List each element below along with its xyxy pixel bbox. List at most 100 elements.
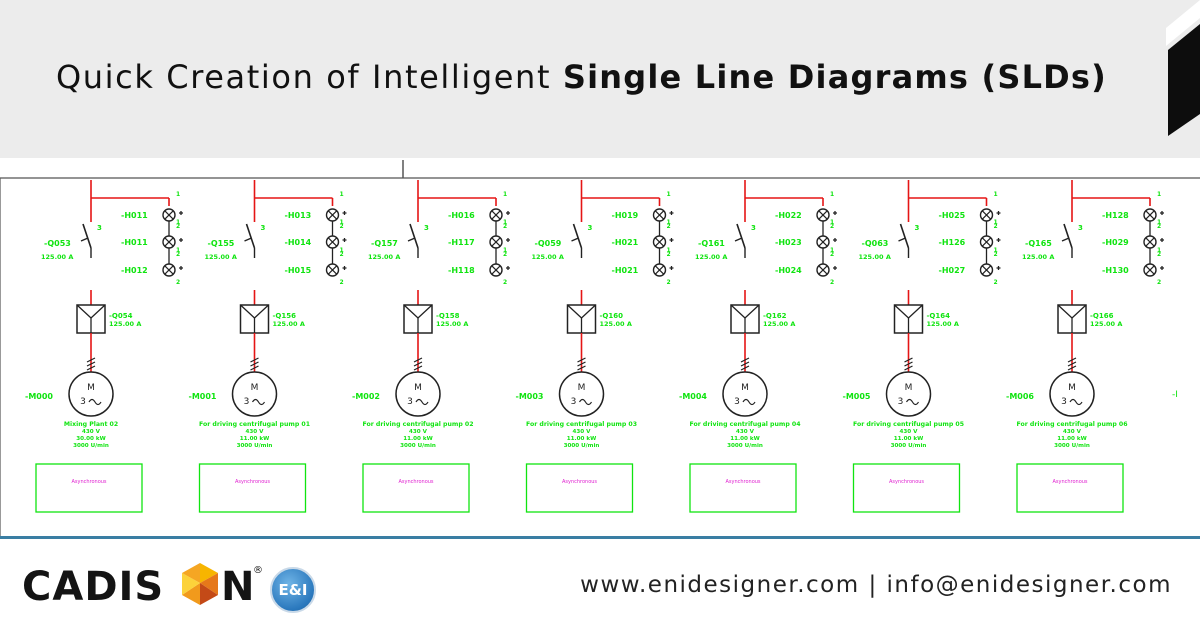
terminal-label: 2 <box>176 279 180 286</box>
motor-description: 430 V <box>246 429 265 435</box>
lamp-pin-icon <box>669 266 674 270</box>
terminal-label: 2 <box>1157 223 1161 230</box>
cable-hatch <box>413 365 423 371</box>
breaker-rating: 125.00 A <box>927 320 959 328</box>
cable-hatch <box>740 357 750 363</box>
lamp-cross <box>491 237 501 247</box>
cable-hatch <box>577 357 586 363</box>
breaker-label: -Q158 <box>436 312 460 320</box>
breaker-rating: 125.00 A <box>436 320 468 328</box>
info-box <box>852 463 961 513</box>
cable-hatch <box>740 365 750 371</box>
info-box-text: Asynchronous <box>562 479 597 485</box>
motor-description: Mixing Plant 02 <box>64 421 118 428</box>
cable-hatch <box>1067 365 1077 371</box>
cable-hatch <box>1067 361 1077 367</box>
lamp-cross <box>1145 210 1155 220</box>
switch-hatch <box>80 237 89 242</box>
switch-label: -Q155 <box>208 239 235 248</box>
info-box <box>362 463 470 513</box>
lamp-pin-icon <box>342 266 347 270</box>
lamp-pin-icon <box>833 238 837 242</box>
motor-label: -M001 <box>189 392 217 401</box>
breaker-label: -Q156 <box>273 312 297 320</box>
motor-letter: M <box>414 383 422 393</box>
lamp-pin-icon <box>1160 211 1164 215</box>
motor-description: 11.00 kW <box>567 436 597 442</box>
terminal-label: 2 <box>994 223 998 230</box>
terminal-label: 2 <box>667 251 671 258</box>
title-regular: Quick Creation of Intelligent <box>56 58 563 96</box>
motor-description: For driving centrifugal pump 04 <box>689 421 801 428</box>
lamp-cross <box>818 210 828 220</box>
motor-wave-icon <box>88 398 102 406</box>
terminal-label: 1 <box>340 191 344 198</box>
lamp-pin-icon <box>179 266 183 270</box>
switch-blade <box>409 223 419 249</box>
cable-hatch <box>250 365 259 371</box>
lamp-cross <box>818 265 828 275</box>
lamp-label: -H022 <box>775 211 802 220</box>
lamp-pin-icon <box>996 211 1001 215</box>
motor-wave-icon <box>578 398 593 406</box>
motor-label: -M002 <box>352 392 380 401</box>
lamp-cross <box>327 210 338 220</box>
motor-label: -M003 <box>516 392 544 401</box>
breaker-rating: 125.00 A <box>273 320 305 328</box>
terminal-label: 2 <box>176 223 180 230</box>
motor-wave-icon <box>1069 398 1083 406</box>
lamp-cross <box>491 265 501 275</box>
motor-description: 3000 U/min <box>400 443 436 449</box>
lamp-cross <box>981 265 992 275</box>
motor-description: For driving centrifugal pump 05 <box>853 421 964 428</box>
terminal-label: 2 <box>340 223 344 230</box>
header-banner: Quick Creation of Intelligent Single Lin… <box>0 0 1200 158</box>
terminal-label: 2 <box>340 279 344 286</box>
cable-hatch <box>413 361 423 367</box>
terminal-label: 1 <box>994 191 998 198</box>
motor-icon <box>68 371 114 417</box>
lamp-pin-icon <box>996 238 1001 242</box>
switch-label: -Q161 <box>698 239 725 248</box>
switch-rating: 125.00 A <box>368 253 400 261</box>
terminal-label: 1 <box>667 219 671 226</box>
motor-letter: M <box>905 383 913 393</box>
terminal-label: 1 <box>340 219 344 226</box>
lamp-cross <box>654 210 665 220</box>
terminal-label: 1 <box>1157 247 1161 254</box>
page-title: Quick Creation of Intelligent Single Lin… <box>56 58 1107 96</box>
lamp-label: -H011 <box>121 238 148 247</box>
motor-phase: 3 <box>1061 397 1067 407</box>
terminal-label: 1 <box>1157 219 1161 226</box>
motor-description: 430 V <box>573 429 592 435</box>
motor-letter: M <box>741 383 749 393</box>
info-box-text: Asynchronous <box>71 479 106 485</box>
terminal-label: 1 <box>340 247 344 254</box>
info-box-text: Asynchronous <box>1052 479 1087 485</box>
info-box <box>525 463 634 513</box>
lamp-cross <box>164 237 174 247</box>
terminal-label: 2 <box>1157 279 1161 286</box>
info-box <box>198 463 307 513</box>
info-box <box>689 463 797 513</box>
lamp-cross <box>1145 237 1155 247</box>
terminal-label: 2 <box>830 279 834 286</box>
motor-description: For driving centrifugal pump 01 <box>199 421 310 428</box>
lamp-label: -H013 <box>285 211 312 220</box>
switch-pole-label: 3 <box>261 224 266 232</box>
breaker-rating: 125.00 A <box>109 320 141 328</box>
breaker-rating: 125.00 A <box>1090 320 1122 328</box>
logo-wordmark-end: N <box>221 564 255 610</box>
footer-bar: CADIS N ® E&I www.enidesigner.com | info… <box>0 536 1200 633</box>
contact-info: www.enidesigner.com | info@enidesigner.c… <box>580 572 1172 598</box>
lamp-pin-icon <box>506 238 510 242</box>
switch-label: -Q157 <box>371 239 398 248</box>
terminal-label: 1 <box>667 247 671 254</box>
motor-wave-icon <box>742 398 756 406</box>
lamp-cross <box>1145 265 1155 275</box>
cable-hatch <box>250 361 259 367</box>
motor-letter: M <box>578 383 586 393</box>
logo-wordmark: CADIS <box>22 564 165 610</box>
